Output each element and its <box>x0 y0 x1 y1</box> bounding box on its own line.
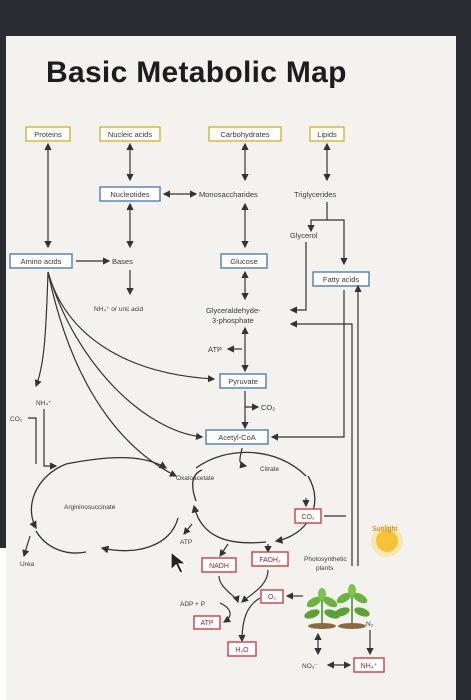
nadh-etc-arrow <box>218 575 240 604</box>
h2o-label: H₂O <box>235 647 249 654</box>
no3-label: NO₃⁻ <box>302 663 318 670</box>
triglycerides-label: Triglycerides <box>294 190 336 199</box>
fadh2-label: FADH₂ <box>259 557 281 564</box>
fadh-etc-arrow <box>241 569 269 603</box>
amino-oxalo-curve <box>47 271 178 477</box>
bases-label: Bases <box>112 257 133 266</box>
fatty-acids-box: Fatty acids <box>312 271 370 287</box>
glycerol-label: Glycerol <box>290 231 318 240</box>
krebs-atp-arrow <box>183 523 193 535</box>
o2-h2o-arrow <box>238 597 261 643</box>
pyruvate-co2-label: CO₂ <box>261 403 275 412</box>
n2-label: N₂ <box>366 621 374 628</box>
atp-mid-label: ATP <box>180 539 192 546</box>
nh4-red-box: NH₄⁺ <box>353 657 385 673</box>
g3p-label-2: 3-phosphate <box>212 316 254 325</box>
acetyl-coa-box: Acetyl-CoA <box>205 429 269 445</box>
plant-icon-right <box>334 584 370 629</box>
nh4-uric-label: NH₄⁺ or uric acid <box>94 306 143 313</box>
nucleotides-box: Nucleotides <box>99 186 161 202</box>
glucose-box: Glucose <box>220 253 268 269</box>
atp-red-box: ATP <box>193 615 221 630</box>
co2-urea-cycle-line <box>28 417 37 464</box>
nadh-box: NADH <box>201 557 237 573</box>
carbohydrates-box: Carbohydrates <box>208 126 282 142</box>
nucleotides-label: Nucleotides <box>110 190 149 199</box>
h2o-box: H₂O <box>227 641 257 657</box>
nh4-red-label: NH₄⁺ <box>361 663 378 670</box>
glycerol-g3p-arrow <box>289 242 307 314</box>
metabolic-diagram: Proteins Nucleic acids Carbohydrates Lip… <box>9 126 403 673</box>
fatty-acids-label: Fatty acids <box>323 275 360 284</box>
co2-red-box: CO₂ <box>294 508 322 524</box>
co2-red-label: CO₂ <box>301 514 315 521</box>
monosaccharides-label: Monosaccharides <box>199 190 258 199</box>
nh4-urea-cycle-arrow <box>43 409 58 470</box>
lipids-label: Lipids <box>317 130 337 139</box>
acetyl-coa-label: Acetyl-CoA <box>218 433 256 442</box>
urea-out-arrow <box>22 535 31 558</box>
plant-icon-left <box>304 588 340 629</box>
krebs-nadh-arrow <box>219 543 229 557</box>
oxaloacetate-label: Oxaloacetate <box>176 475 215 482</box>
photosynthetic-label-1: Photosynthetic <box>304 556 347 563</box>
carbohydrates-label: Carbohydrates <box>220 130 269 139</box>
nh4-left-label: NH₄⁺ <box>36 400 52 407</box>
krebs-top <box>195 451 307 477</box>
mouse-cursor-icon <box>170 551 188 574</box>
g3p-label-1: Glyceraldehyde- <box>206 306 261 315</box>
photosynthetic-label-2: plants <box>316 565 334 572</box>
photo-g3p-arrow <box>289 320 353 566</box>
atp-top-label: ATP <box>208 345 222 354</box>
argininosuccinate-label: Argininosuccinate <box>64 504 116 511</box>
adp-atp-arrow <box>219 602 231 623</box>
amino-acetyl-curve <box>47 271 204 440</box>
sun-icon <box>371 525 403 557</box>
atp-red-label: ATP <box>200 620 213 627</box>
krebs-left <box>191 469 203 502</box>
amino-nh4-arrow <box>34 271 49 388</box>
nucleic-acids-label: Nucleic acids <box>108 130 152 139</box>
o2-label: O₂ <box>268 594 276 601</box>
urea-label: Urea <box>20 561 34 568</box>
urea-cycle-bottom-left <box>35 530 87 554</box>
trig-fatty-arrow <box>327 219 348 266</box>
pyruvate-label: Pyruvate <box>228 377 258 386</box>
adp-pi-label: ADP + P <box>180 601 205 608</box>
fatty-acetyl-arrow <box>270 290 345 441</box>
urea-cycle-bottom <box>100 517 179 554</box>
page-title: Basic Metabolic Map <box>46 56 347 89</box>
co2-left-label: CO₂ <box>10 416 23 423</box>
urea-cycle-top <box>65 456 168 469</box>
nucleic-acids-box: Nucleic acids <box>99 126 161 142</box>
trig-glycerol-arrow <box>307 202 328 233</box>
sunlight-label: Sunlight <box>372 526 397 533</box>
amino-acids-label: Amino acids <box>21 257 62 266</box>
fadh2-box: FADH₂ <box>251 551 289 567</box>
proteins-label: Proteins <box>34 130 62 139</box>
proteins-box: Proteins <box>25 126 71 142</box>
lipids-box: Lipids <box>309 126 345 142</box>
nadh-label: NADH <box>209 563 229 570</box>
pyruvate-co2-arrow <box>244 391 260 411</box>
amino-pyruvate-curve <box>47 271 216 383</box>
metabolic-map-slide: Basic Metabolic Map Proteins Nucleic aci… <box>6 36 456 700</box>
o2-box: O₂ <box>260 589 284 604</box>
krebs-bottom <box>191 504 267 544</box>
urea-cycle-left <box>29 463 67 530</box>
amino-acids-box: Amino acids <box>9 253 73 269</box>
glucose-label: Glucose <box>230 257 258 266</box>
acetyl-citrate-arrow <box>239 447 248 469</box>
citrate-label: Citrate <box>260 466 280 473</box>
pyruvate-box: Pyruvate <box>219 373 267 389</box>
